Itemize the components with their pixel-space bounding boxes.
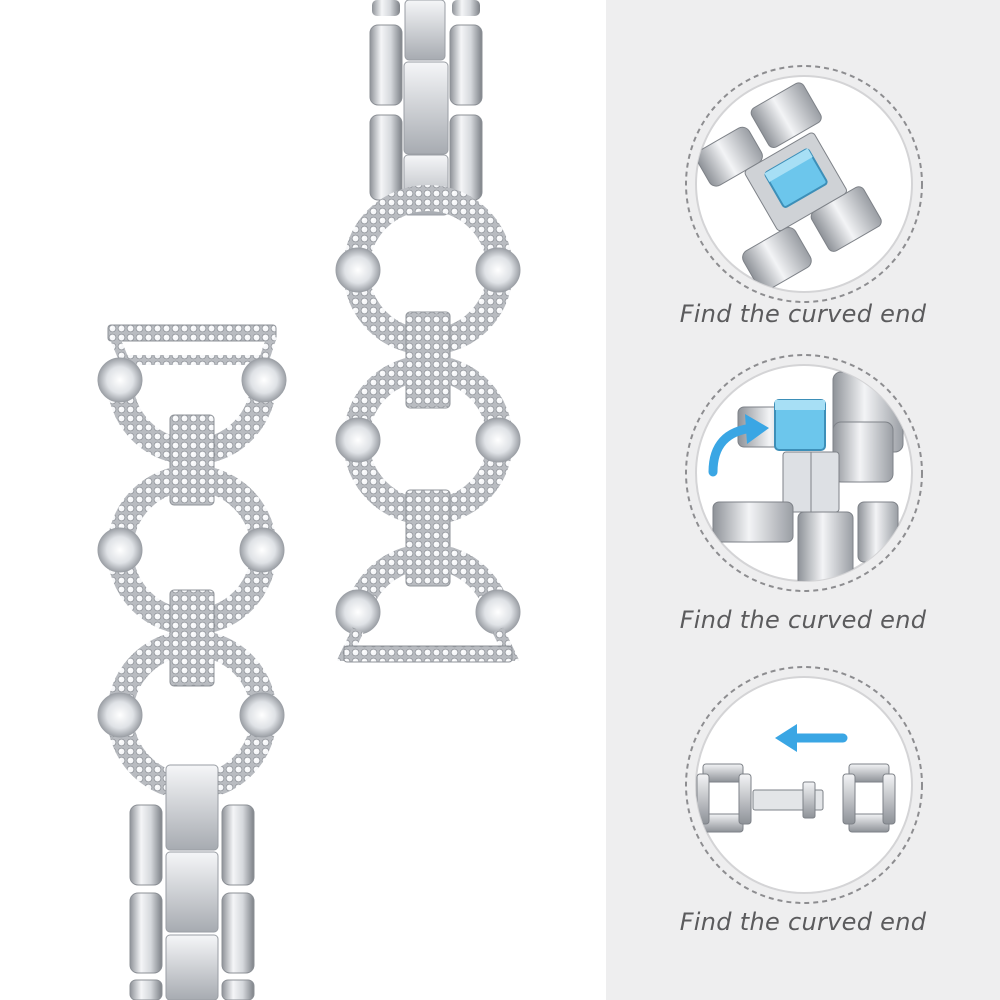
fold-arrow-icon <box>708 423 758 477</box>
step-3-caption: Find the curved end <box>679 908 927 936</box>
band-strand-left <box>97 324 287 1000</box>
step-2-caption: Find the curved end <box>679 606 927 634</box>
instruction-step-3: Find the curved end <box>606 650 1000 1000</box>
instruction-step-1: Find the curved end <box>606 0 1000 340</box>
insert-arrow-icon <box>775 724 848 752</box>
instruction-step-2: Find the curved end <box>606 340 1000 650</box>
step-1-caption: Find the curved end <box>679 300 927 328</box>
step-2-illustration <box>683 352 925 594</box>
step-3-illustration <box>683 664 925 906</box>
product-photo-panel <box>97 0 521 1000</box>
instructions-panel: Find the curved end <box>606 0 1000 1000</box>
band-strand-right <box>335 0 521 663</box>
rhinestone-watch-band-image <box>97 0 521 1000</box>
step-1-illustration <box>683 63 925 305</box>
